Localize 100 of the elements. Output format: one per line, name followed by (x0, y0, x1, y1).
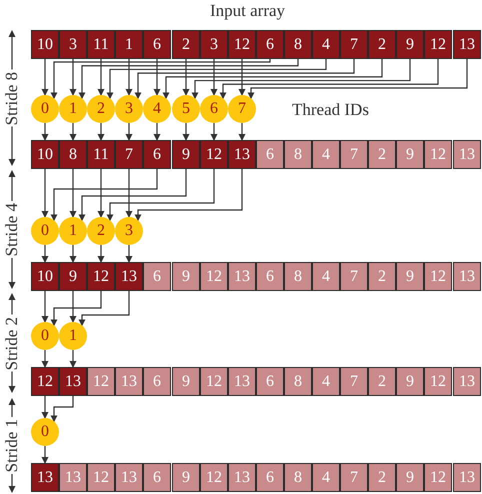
thread-circle: 1 (59, 322, 87, 350)
thread-circle: 0 (31, 322, 59, 350)
arrow (50, 59, 271, 100)
arrow (126, 169, 132, 218)
array-cell: 4 (312, 262, 340, 291)
thread-circle: 0 (31, 418, 59, 446)
array-cell: 2 (368, 463, 396, 492)
array-cell: 8 (59, 140, 87, 169)
array-cell: 13 (228, 367, 256, 396)
thread-circle: 2 (87, 95, 115, 123)
arrow (154, 123, 160, 141)
array-cell: 6 (256, 30, 284, 59)
array-cell: 13 (453, 463, 481, 492)
arrow (238, 123, 246, 141)
thread-circle: 3 (115, 217, 143, 245)
array-cell: 2 (368, 367, 396, 396)
array-cell: 1 (115, 30, 143, 59)
arrow (154, 59, 160, 96)
array-cell: 8 (284, 367, 312, 396)
arrow (70, 245, 76, 263)
arrow (42, 245, 48, 263)
array-cell: 7 (340, 262, 368, 291)
array-cell: 8 (284, 140, 312, 169)
array-cell: 6 (256, 262, 284, 291)
array-cell: 12 (87, 463, 115, 492)
arrow (42, 169, 48, 218)
thread-circle: 0 (31, 95, 59, 123)
arrow (70, 59, 76, 96)
array-cell: 10 (31, 262, 59, 291)
array-cell: 11 (87, 140, 115, 169)
array-cell: 6 (143, 262, 171, 291)
arrow (42, 291, 48, 323)
arrow (126, 59, 132, 96)
array-cell: 12 (31, 367, 59, 396)
array-cell: 6 (256, 463, 284, 492)
arrow (42, 446, 48, 464)
array-cell: 2 (368, 262, 396, 291)
array-cell: 12 (200, 262, 228, 291)
arrow (106, 59, 327, 100)
arrow (98, 59, 104, 96)
array-cell: 12 (424, 463, 452, 492)
array-cell: 13 (115, 262, 143, 291)
array-cell: 7 (340, 140, 368, 169)
thread-circle: 1 (59, 95, 87, 123)
array-cell: 12 (228, 30, 256, 59)
arrow (134, 59, 355, 100)
arrow (220, 59, 439, 100)
array-cell: 12 (200, 140, 228, 169)
arrow (162, 59, 383, 100)
arrow (238, 59, 246, 96)
arrow (50, 396, 74, 422)
arrow (78, 169, 187, 222)
array-cell: 4 (312, 140, 340, 169)
array-cell: 10 (31, 140, 59, 169)
array-cell: 2 (368, 30, 396, 59)
thread-circle: 1 (59, 217, 87, 245)
arrow (70, 291, 76, 323)
arrow (70, 350, 76, 368)
array-cell: 13 (31, 463, 59, 492)
array-cell: 6 (143, 367, 171, 396)
thread-circle: 6 (200, 95, 228, 123)
array-cell: 9 (172, 262, 200, 291)
arrow (210, 59, 218, 96)
array-cell: 8 (284, 463, 312, 492)
arrow (134, 169, 243, 222)
arrow (42, 396, 48, 419)
thread-circle: 7 (228, 95, 256, 123)
arrow (182, 123, 190, 141)
array-cell: 3 (200, 30, 228, 59)
arrow (50, 169, 158, 222)
thread-circle: 3 (115, 95, 143, 123)
array-cell: 9 (396, 30, 424, 59)
array-cell: 13 (59, 463, 87, 492)
arrow (42, 350, 48, 368)
array-cell: 12 (424, 140, 452, 169)
array-cell: 8 (284, 262, 312, 291)
array-cell: 12 (200, 463, 228, 492)
array-cell: 4 (312, 463, 340, 492)
array-cell: 12 (87, 262, 115, 291)
array-cell: 12 (200, 367, 228, 396)
array-cell: 13 (453, 30, 481, 59)
arrow (78, 291, 130, 326)
array-cell: 13 (453, 367, 481, 396)
arrow (182, 59, 190, 96)
array-cell: 6 (143, 30, 171, 59)
arrow (126, 123, 132, 141)
arrow (210, 123, 218, 141)
array-cell: 2 (368, 140, 396, 169)
array-cell: 9 (396, 463, 424, 492)
arrow (98, 123, 104, 141)
array-cell: 13 (453, 262, 481, 291)
array-cell: 13 (453, 140, 481, 169)
thread-circle: 2 (87, 217, 115, 245)
array-cell: 12 (424, 262, 452, 291)
thread-circle: 4 (143, 95, 171, 123)
array-cell: 13 (228, 140, 256, 169)
array-cell: 13 (59, 367, 87, 396)
arrow (70, 123, 76, 141)
array-cell: 9 (172, 367, 200, 396)
arrow (50, 291, 102, 326)
